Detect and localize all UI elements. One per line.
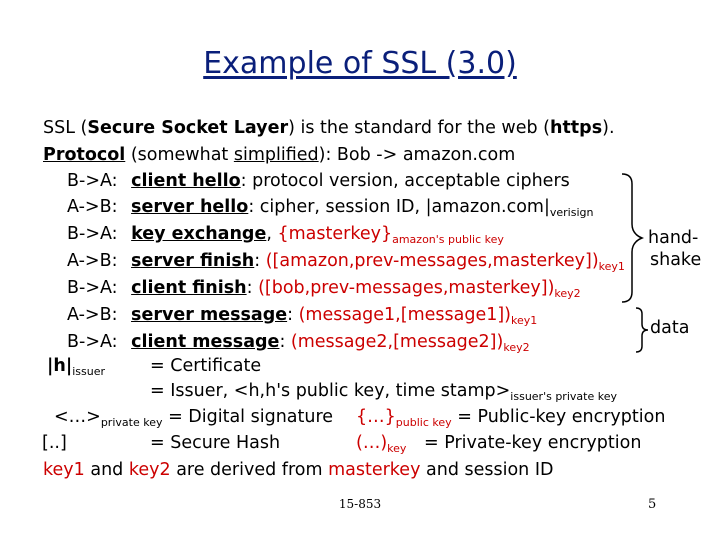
step-text: : [246, 278, 259, 298]
key2-label: key2 [128, 460, 171, 480]
step-subscript: key1 [598, 260, 625, 273]
handshake-label: hand- [648, 228, 699, 248]
priv-subscript: key [387, 442, 407, 455]
cert-subscript: issuer [72, 365, 106, 378]
cert-symbol: |h| [47, 356, 73, 376]
sig-def: = Digital signature [168, 407, 334, 427]
step-subscript: amazon's public key [392, 233, 504, 246]
step-direction: B->A: [67, 171, 118, 191]
page-number: 5 [648, 497, 657, 512]
step-subscript: key2 [503, 341, 530, 354]
protocol-label: Protocol [43, 145, 126, 165]
pub-subscript: public key [395, 416, 452, 429]
step-direction: A->B: [67, 305, 118, 325]
issuer-subscript: issuer's private key [510, 390, 617, 403]
footer-course: 15-853 [338, 497, 382, 511]
handshake-label: shake [650, 250, 702, 270]
step-text: : [254, 251, 266, 271]
step-name: server finish [131, 251, 255, 271]
step-name: client finish [131, 278, 247, 298]
step-subscript: key2 [554, 287, 581, 300]
step-payload: (message2,[message2]) [290, 332, 504, 352]
step-payload: {masterkey} [277, 224, 393, 244]
step-payload: ([bob,prev-messages,masterkey]) [258, 278, 555, 298]
step-text: : protocol version, acceptable ciphers [240, 171, 570, 191]
step-direction: A->B: [67, 251, 118, 271]
step-text: , [266, 224, 278, 244]
masterkey-label: masterkey [328, 460, 421, 480]
step-row: A->B: server finish: ([amazon,prev-messa… [67, 250, 625, 273]
step-text: : cipher, session ID, |amazon.com| [248, 197, 550, 217]
key1-label: key1 [43, 460, 85, 480]
sig-subscript: private key [100, 416, 163, 429]
step-name: server message [131, 305, 288, 325]
step-name: server hello [131, 197, 249, 217]
legend-certificate: |h|issuer [47, 355, 105, 378]
intro-middle: ) is the standard for the web ( [288, 118, 550, 138]
step-row: A->B: server hello: cipher, session ID, … [67, 196, 593, 219]
slide-title: Example of SSL (3.0) [203, 46, 517, 81]
legend-hash: [..] [42, 433, 67, 453]
legend-certificate-def: = Certificate [150, 356, 262, 376]
ssl-fullname: Secure Socket Layer [87, 118, 289, 138]
legend-hash-def: = Secure Hash [150, 433, 281, 453]
intro-line: SSL (Secure Socket Layer) is the standar… [43, 117, 615, 140]
data-label: data [650, 318, 690, 338]
brace-bracket [621, 173, 645, 303]
derived-text: are derived from [170, 460, 329, 480]
sig-symbol: <…> [54, 407, 101, 427]
priv-symbol: (…) [356, 433, 388, 453]
intro-suffix: ). [602, 118, 615, 138]
protocol-rest: (somewhat [125, 145, 234, 165]
step-row: B->A: key exchange, {masterkey}amazon's … [67, 223, 504, 246]
legend-issuer-def: = Issuer, <h,h's public key, time stamp>… [150, 380, 617, 403]
step-direction: A->B: [67, 197, 118, 217]
legend-public: {…}public key = Public-key encryption [356, 406, 665, 429]
step-name: client message [131, 332, 280, 352]
step-row: B->A: client message: (message2,[message… [67, 331, 530, 354]
step-direction: B->A: [67, 224, 118, 244]
protocol-simplified: simplified [233, 145, 319, 165]
https-label: https [549, 118, 603, 138]
step-row: B->A: client hello: protocol version, ac… [67, 170, 570, 193]
step-row: B->A: client finish: ([bob,prev-messages… [67, 277, 581, 300]
and-text: and [84, 460, 129, 480]
step-subscript: key1 [511, 314, 538, 327]
pub-symbol: {…} [356, 407, 396, 427]
intro-prefix: SSL ( [43, 118, 88, 138]
session-text: and session ID [420, 460, 554, 480]
step-name: client hello [131, 171, 241, 191]
step-name: key exchange [131, 224, 267, 244]
key-derivation: key1 and key2 are derived from masterkey… [43, 459, 553, 482]
pub-def: = Public-key encryption [457, 407, 666, 427]
step-direction: B->A: [67, 332, 118, 352]
step-payload: (message1,[message1]) [298, 305, 512, 325]
legend-signature: <…>private key = Digital signature [54, 406, 333, 429]
priv-def: = Private-key encryption [424, 433, 642, 453]
legend-private: (…)key = Private-key encryption [356, 432, 641, 455]
step-text: : [287, 305, 299, 325]
step-subscript: verisign [549, 206, 594, 219]
step-text: : [279, 332, 291, 352]
issuer-def: = Issuer, <h,h's public key, time stamp> [150, 381, 511, 401]
protocol-tail: ): Bob -> amazon.com [318, 145, 516, 165]
brace-bracket [635, 307, 649, 353]
step-payload: ([amazon,prev-messages,masterkey]) [265, 251, 599, 271]
step-direction: B->A: [67, 278, 118, 298]
step-row: A->B: server message: (message1,[message… [67, 304, 537, 327]
protocol-line: Protocol (somewhat simplified): Bob -> a… [43, 144, 515, 167]
